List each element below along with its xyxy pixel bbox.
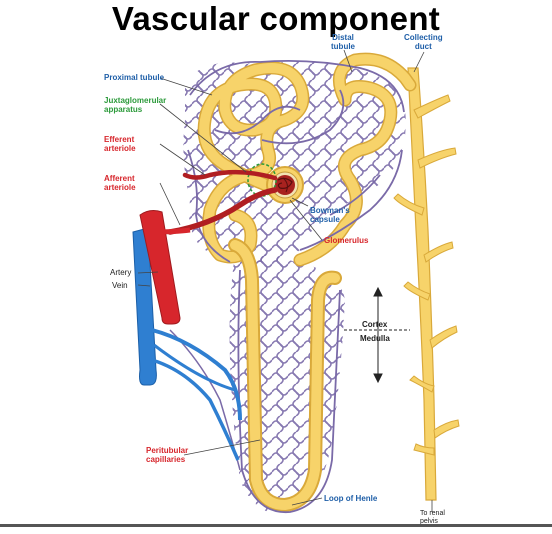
label-bowmans-capsule: Bowman's capsule — [310, 206, 350, 224]
loop-of-henle — [228, 238, 342, 512]
label-distal-tubule: Distal tubule — [331, 33, 355, 51]
afferent-arteriole — [167, 187, 278, 235]
collecting-duct — [393, 67, 460, 501]
label-peritubular-capillaries: Peritubular capillaries — [146, 446, 189, 464]
glomerulus — [275, 175, 295, 195]
label-renal-pelvis: To renal pelvis — [420, 510, 445, 525]
label-glomerulus: Glomerulus — [324, 236, 369, 245]
label-proximal-tubule: Proximal tubule — [104, 73, 165, 82]
label-collecting-duct: Collecting duct — [404, 33, 443, 51]
distal-tubule — [293, 52, 417, 267]
bottom-divider — [0, 524, 552, 527]
label-artery: Artery — [110, 268, 132, 277]
label-loop-of-henle: Loop of Henle — [324, 494, 378, 503]
efferent-arteriole — [182, 169, 278, 181]
artery — [139, 210, 191, 325]
page-title: Vascular component — [111, 0, 441, 37]
leader-lines — [137, 49, 433, 512]
label-efferent-arteriole: Efferent arteriole — [104, 135, 136, 153]
cortex-medulla-marker — [344, 286, 410, 384]
capillary-strands — [187, 59, 405, 513]
label-medulla: Medulla — [360, 334, 390, 343]
label-afferent-arteriole: Afferent arteriole — [104, 174, 136, 192]
vein — [132, 227, 242, 461]
label-juxtaglomerular-apparatus: Juxtaglomerular apparatus — [104, 96, 167, 114]
label-cortex: Cortex — [362, 320, 388, 329]
label-vein: Vein — [112, 281, 128, 290]
